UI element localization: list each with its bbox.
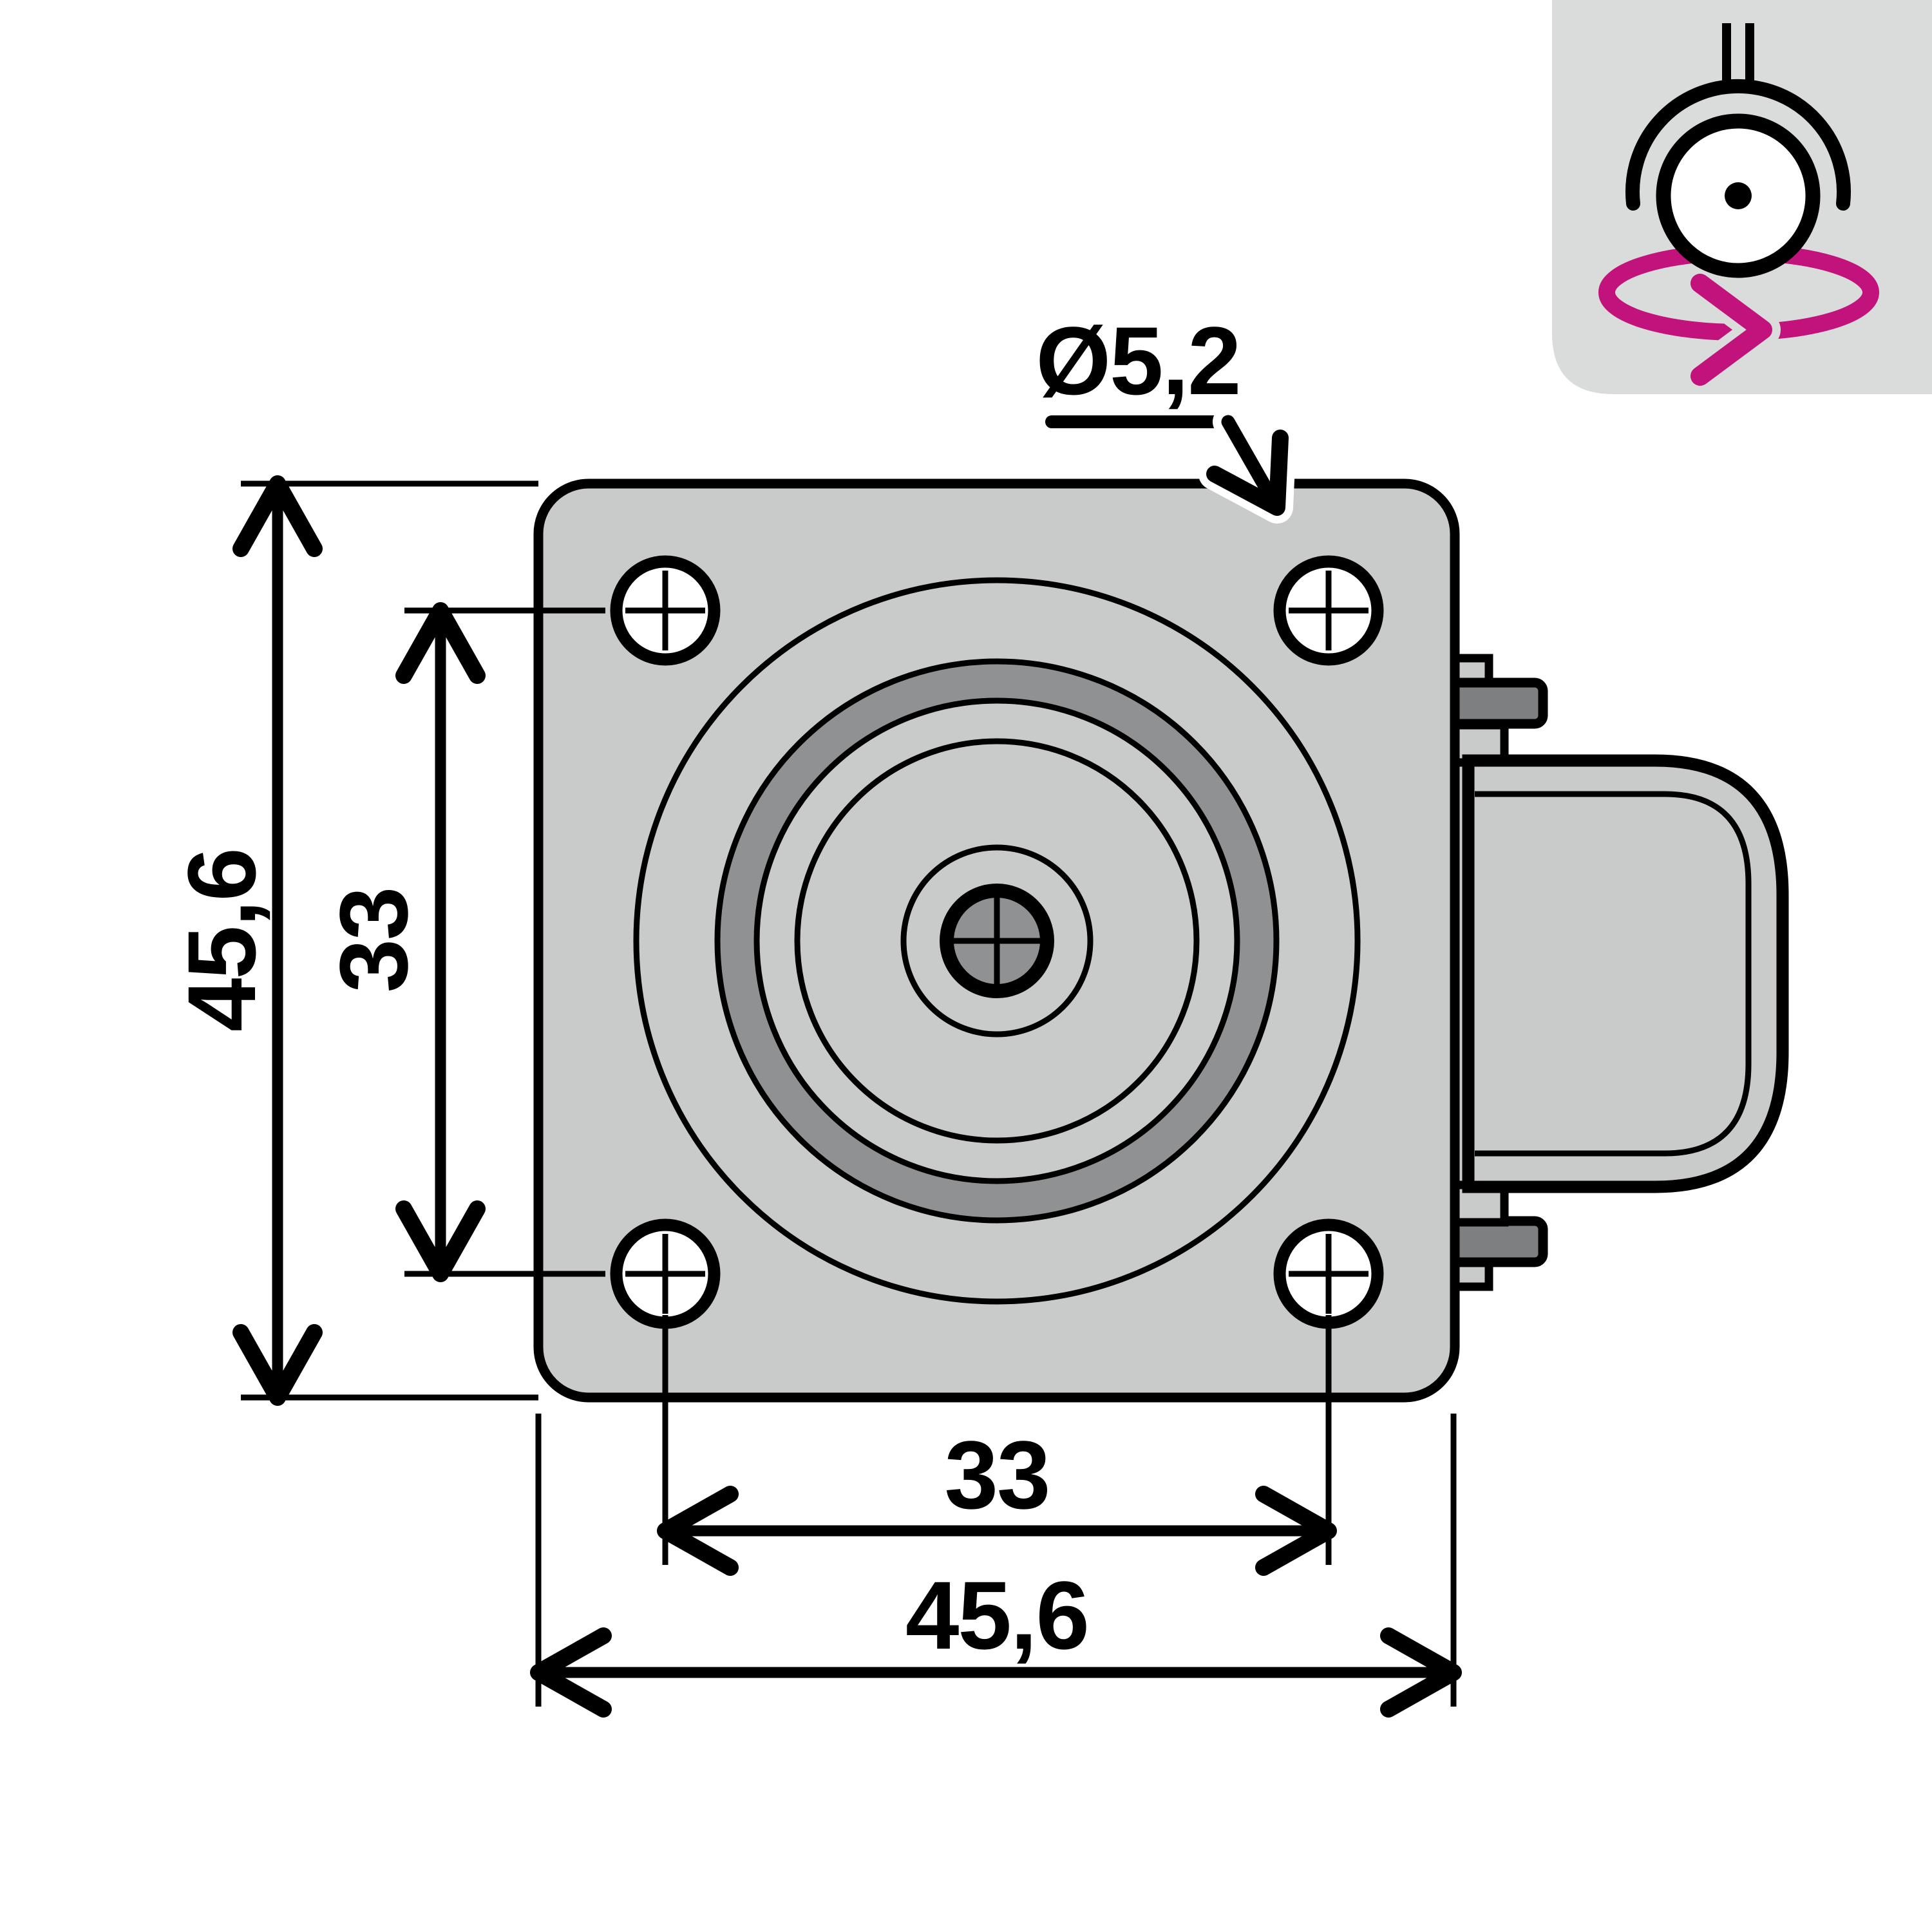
hub-boss-circle (900, 844, 1094, 1037)
dimension-hole-spacing-horizontal: 33 (657, 1315, 1337, 1576)
bearing-ring-outer-edge (714, 658, 1280, 1224)
mounting-hole-bottom-left (610, 1218, 721, 1329)
dimension-label-plate-height: 45,6 (167, 849, 276, 1032)
wheel-side-profile (1462, 754, 1789, 1193)
leader-arrowhead (1206, 430, 1289, 516)
dimension-hole-spacing-vertical: 33 (319, 602, 605, 1282)
mounting-hole-top-left (610, 555, 721, 666)
caster-side-profile (1425, 618, 1789, 1291)
mounting-holes (610, 555, 1384, 1329)
dimension-label-hole-spacing-horizontal: 33 (945, 1421, 1050, 1529)
caster-axle-dot (1725, 182, 1752, 209)
mounting-hole-top-right (1273, 555, 1384, 666)
swivel-bearing-rings (633, 577, 1361, 1305)
wheel-tread-contour (1475, 791, 1752, 1157)
dimension-label-hole-diameter: Ø5,2 (1036, 307, 1240, 415)
dimension-label-hole-spacing-vertical: 33 (319, 888, 428, 993)
dimension-plate-height: 45,6 (167, 475, 538, 1406)
swivel-caster-badge (1552, 0, 1932, 394)
bearing-ring-inner-edge (753, 697, 1240, 1184)
bearing-outer-circle (633, 577, 1361, 1305)
dimension-hole-diameter-leader: Ø5,2 (1036, 307, 1296, 524)
caster-fork-arc (1625, 79, 1851, 211)
bearing-ring-gray (719, 663, 1275, 1219)
dimension-plate-width: 45,6 (530, 1414, 1462, 1718)
mounting-plate (533, 478, 1460, 1403)
mounting-hole-bottom-right (1273, 1218, 1384, 1329)
bearing-mid-circle (794, 738, 1200, 1144)
caster-wheel-icon (1625, 23, 1851, 278)
dimension-label-plate-width: 45,6 (905, 1561, 1088, 1669)
